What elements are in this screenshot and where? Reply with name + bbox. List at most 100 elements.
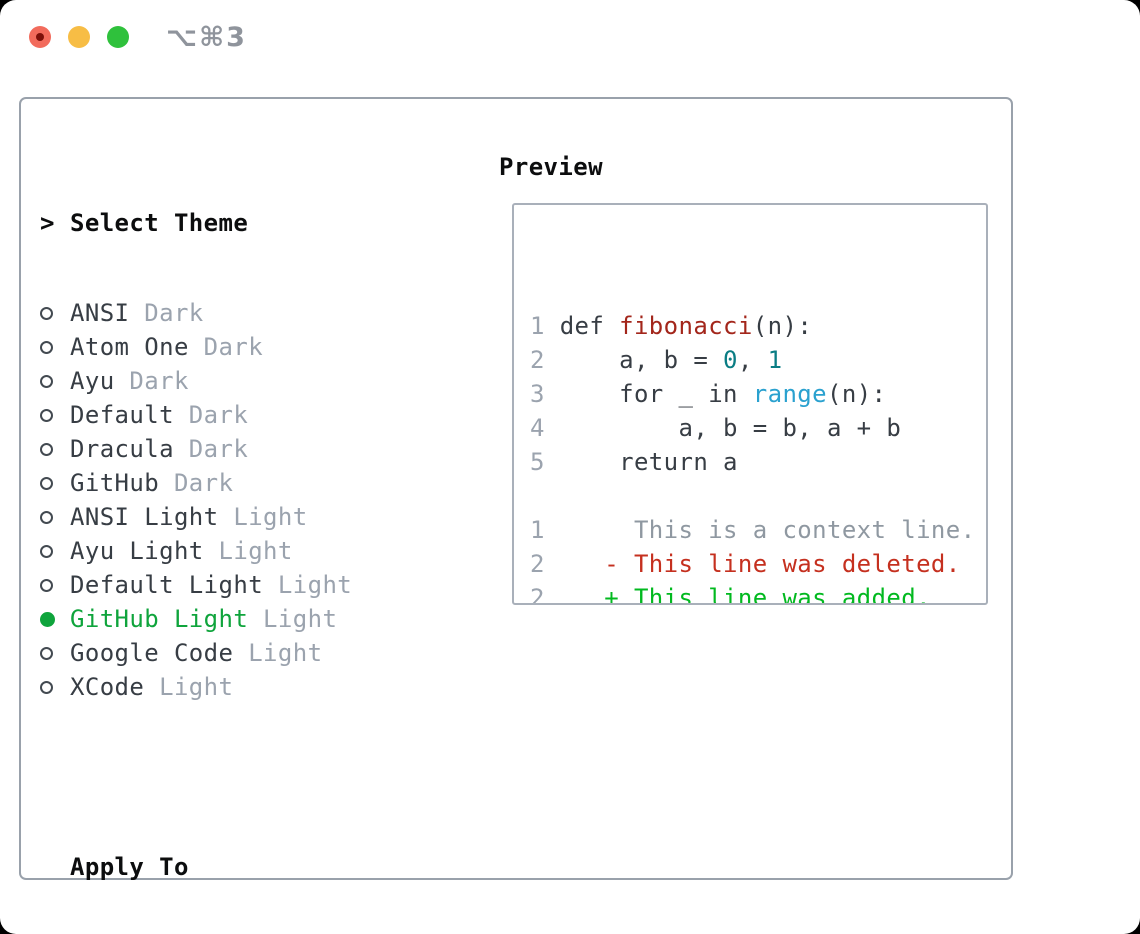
code-segment-num: 0 (723, 346, 738, 374)
radio-unselected-icon[interactable] (40, 442, 53, 456)
close-button-focus-dot (36, 33, 44, 41)
theme-option-xcode[interactable]: XCode Light (40, 670, 500, 704)
line-number: 2 (530, 346, 560, 374)
theme-variant-label: Dark (129, 367, 189, 395)
theme-variant-label: Dark (203, 333, 264, 361)
theme-option-default[interactable]: Default Dark (40, 398, 500, 432)
code-segment-code: (n): (752, 312, 813, 340)
line-number: 2 (530, 584, 560, 605)
theme-option-ansi[interactable]: ANSI Dark (40, 296, 500, 330)
spacer (40, 760, 500, 794)
close-button[interactable] (29, 26, 51, 48)
theme-name: Ayu (70, 367, 130, 395)
radio-cell[interactable] (40, 680, 70, 694)
theme-name: ANSI Light (70, 503, 234, 531)
radio-cell[interactable] (40, 544, 70, 558)
radio-unselected-icon[interactable] (40, 680, 53, 694)
code-segment-context: This is a context line. (559, 516, 976, 544)
preview-line: 2 - This line was deleted. (530, 547, 986, 581)
radio-cell[interactable] (40, 340, 70, 354)
minimize-button[interactable] (68, 26, 90, 48)
line-number: 5 (530, 448, 560, 476)
preview-line: 1 def fibonacci(n): (530, 309, 986, 343)
code-segment-code: (n): (827, 380, 887, 408)
radio-unselected-icon[interactable] (40, 476, 53, 490)
select-theme-title: Select Theme (70, 209, 249, 237)
code-segment-code: a, b = b, a + b (559, 414, 902, 442)
apply-to-title: Apply To (70, 853, 189, 881)
theme-name: GitHub Light (70, 605, 264, 633)
line-number: 1 (530, 312, 560, 340)
theme-option-ayu[interactable]: Ayu Dark (40, 364, 500, 398)
radio-selected-icon[interactable] (40, 611, 55, 627)
select-theme-header-row: > Select Theme (40, 206, 500, 240)
radio-unselected-icon[interactable] (40, 646, 53, 660)
radio-cell[interactable] (40, 646, 70, 660)
theme-variant-label: Light (277, 571, 353, 599)
theme-name: Google Code (70, 639, 249, 667)
theme-option-github-light[interactable]: GitHub Light Light (40, 602, 500, 636)
radio-unselected-icon[interactable] (40, 374, 53, 388)
theme-name: GitHub (70, 469, 174, 497)
preview-title: Preview (499, 153, 603, 181)
radio-cell[interactable] (40, 611, 70, 627)
theme-option-default-light[interactable]: Default Light Light (40, 568, 500, 602)
radio-unselected-icon[interactable] (40, 510, 53, 524)
line-number: 4 (530, 414, 560, 442)
theme-name: ANSI (70, 299, 145, 327)
preview-line: 1 This is a context line. (530, 513, 986, 547)
theme-variant-label: Light (233, 503, 308, 531)
theme-name: Default (70, 401, 189, 429)
radio-unselected-icon[interactable] (40, 408, 53, 422)
theme-name: Default Light (70, 571, 278, 599)
radio-cell[interactable] (40, 510, 70, 524)
line-number: 2 (530, 550, 560, 578)
cursor-cell: > (40, 209, 70, 237)
theme-option-dracula[interactable]: Dracula Dark (40, 432, 500, 466)
preview-line: 4 a, b = b, a + b (530, 411, 986, 445)
theme-variant-label: Light (263, 605, 338, 633)
code-segment-code: for _ in (559, 380, 753, 408)
theme-option-google-code[interactable]: Google Code Light (40, 636, 500, 670)
theme-option-github[interactable]: GitHub Dark (40, 466, 500, 500)
radio-cell[interactable] (40, 476, 70, 490)
code-segment-code: def (559, 312, 620, 340)
cursor-icon: > (40, 209, 55, 237)
apply-to-header-row: Apply To (40, 850, 500, 884)
radio-cell[interactable] (40, 578, 70, 592)
radio-unselected-icon[interactable] (40, 306, 53, 320)
theme-variant-label: Dark (188, 401, 249, 429)
radio-unselected-icon[interactable] (40, 578, 53, 592)
theme-option-atom-one[interactable]: Atom One Dark (40, 330, 500, 364)
theme-name: Dracula (70, 435, 189, 463)
code-segment-builtin: range (752, 380, 827, 408)
radio-cell[interactable] (40, 442, 70, 456)
radio-cell[interactable] (40, 374, 70, 388)
theme-variant-label: Light (248, 639, 323, 667)
code-segment-code: a, b = (559, 346, 724, 374)
maximize-button[interactable] (107, 26, 129, 48)
theme-name: XCode (70, 673, 160, 701)
code-segment-num: 1 (767, 346, 783, 374)
theme-variant-label: Light (159, 673, 234, 701)
theme-option-ansi-light[interactable]: ANSI Light Light (40, 500, 500, 534)
code-segment-deleted: - This line was deleted. (559, 550, 961, 578)
theme-name: Atom One (70, 333, 204, 361)
theme-option-ayu-light[interactable]: Ayu Light Light (40, 534, 500, 568)
radio-cell[interactable] (40, 306, 70, 320)
radio-unselected-icon[interactable] (40, 544, 53, 558)
window-title-shortcut: ⌥⌘3 (166, 22, 247, 53)
theme-variant-label: Light (218, 537, 293, 565)
radio-unselected-icon[interactable] (40, 340, 53, 354)
line-number: 3 (530, 380, 560, 408)
code-segment-code: return a (559, 448, 738, 476)
theme-variant-label: Dark (144, 299, 204, 327)
radio-cell[interactable] (40, 408, 70, 422)
theme-name: Ayu Light (70, 537, 219, 565)
